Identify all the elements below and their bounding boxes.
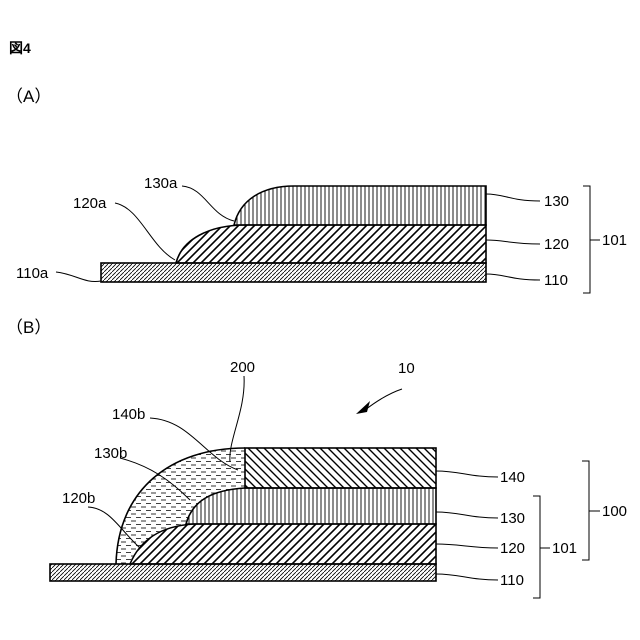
leader-110a (56, 272, 101, 282)
arrowhead-10 (356, 401, 370, 414)
leader-120a (115, 203, 175, 260)
leader-110-b (436, 574, 498, 580)
label-120b: 120b (62, 490, 95, 507)
layer-140-b (245, 448, 436, 488)
panel-a-label: （A） (6, 87, 51, 106)
leader-120-b (436, 544, 498, 548)
label-140b: 140b (112, 406, 145, 423)
leader-10-arrow (365, 389, 402, 410)
layer-120 (176, 225, 486, 263)
label-110: 110 (544, 272, 568, 289)
leader-140 (436, 471, 498, 477)
label-120a: 120a (73, 195, 107, 212)
label-100: 100 (602, 503, 627, 520)
label-120-b: 120 (500, 540, 525, 557)
label-130: 130 (544, 193, 569, 210)
panel-a: （A） 130 120 110 101 130a 120a 110a (6, 87, 627, 293)
panel-b-label: （B） (6, 318, 51, 337)
leader-130a (182, 186, 234, 221)
bracket-101 (583, 186, 600, 293)
label-130-b: 130 (500, 510, 525, 527)
label-130a: 130a (144, 175, 178, 192)
panel-b: （B） 200 10 140b 130b 120b 140 (6, 318, 627, 598)
bracket-100 (582, 461, 600, 560)
layer-130 (234, 186, 486, 225)
leader-130 (486, 194, 540, 201)
layer-110 (101, 263, 486, 282)
leader-120 (486, 240, 540, 244)
layer-130-b (186, 488, 436, 524)
label-130b: 130b (94, 445, 127, 462)
label-101: 101 (602, 232, 627, 249)
layer-110-b (50, 564, 436, 581)
leader-110 (486, 274, 540, 280)
leader-130-b (436, 512, 498, 518)
label-140: 140 (500, 469, 525, 486)
layer-120-b (130, 524, 436, 564)
label-200: 200 (230, 359, 255, 376)
label-10: 10 (398, 360, 415, 377)
figure-title: 図4 (9, 40, 31, 56)
label-110-b: 110 (500, 572, 524, 589)
label-101-b: 101 (552, 540, 577, 557)
bracket-101-b (533, 496, 550, 598)
label-110a: 110a (16, 265, 49, 282)
label-120: 120 (544, 236, 569, 253)
